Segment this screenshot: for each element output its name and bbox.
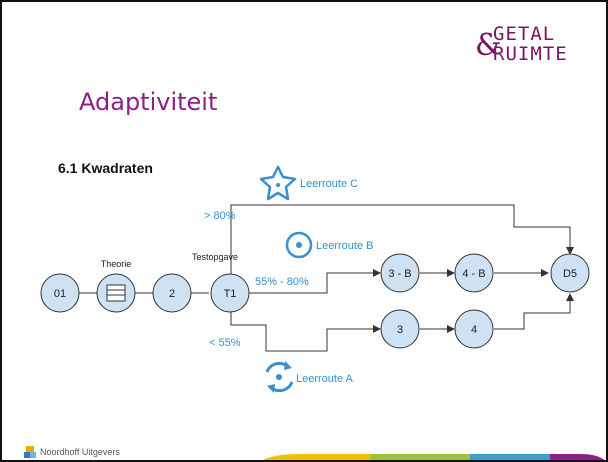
node-t1: T1 Testopgave — [192, 252, 250, 313]
node-theorie: Theorie — [96, 259, 136, 313]
node-2: 2 — [152, 273, 192, 313]
node-d5-label: D5 — [563, 268, 577, 280]
edge-4-d5 — [494, 293, 574, 330]
route-a-label: Leerroute A — [296, 373, 354, 385]
edge-t1-3b — [249, 269, 381, 294]
route-c-label: Leerroute C — [300, 178, 358, 190]
node-01: 01 — [40, 273, 80, 313]
logo-line-getal: GETAL — [493, 23, 556, 45]
threshold-high: > 80% — [204, 210, 236, 222]
edge-t1-3 — [230, 312, 381, 352]
node-3: 3 — [380, 309, 420, 349]
node-3-label: 3 — [397, 324, 403, 336]
edge-route-c — [230, 204, 574, 274]
node-4: 4 — [454, 309, 494, 349]
node-d5: D5 — [550, 253, 590, 293]
connectors — [79, 204, 574, 352]
theorie-label: Theorie — [101, 259, 132, 269]
node-3b-label: 3 - B — [388, 268, 411, 280]
threshold-low: < 55% — [209, 337, 241, 349]
node-t1-label: T1 — [224, 288, 237, 300]
cycle-arrows-icon — [265, 361, 294, 393]
node-01-label: 01 — [54, 288, 66, 300]
section-heading: 6.1 Kwadraten — [58, 160, 153, 176]
node-2-label: 2 — [169, 288, 175, 300]
publisher-name: Noordhoff Uitgevers — [40, 447, 120, 457]
decorative-color-band — [263, 454, 605, 460]
route-b-label: Leerroute B — [316, 240, 373, 252]
logo-line-ruimte: RUIMTE — [493, 43, 568, 65]
star-icon — [259, 165, 297, 201]
node-3b: 3 - B — [380, 253, 420, 293]
threshold-mid: 55% - 80% — [255, 276, 309, 288]
node-4b-label: 4 - B — [462, 268, 485, 280]
node-4b: 4 - B — [454, 253, 494, 293]
document-list-icon — [106, 284, 126, 302]
publisher-logo-icon — [24, 446, 36, 458]
target-icon — [285, 231, 313, 259]
testopgave-label: Testopgave — [192, 252, 238, 262]
slide-title: Adaptiviteit — [79, 88, 218, 116]
getal-ruimte-logo: & GETAL RUIMTE — [475, 22, 595, 64]
node-4-label: 4 — [471, 324, 477, 336]
logo-ampersand: & — [475, 28, 502, 63]
